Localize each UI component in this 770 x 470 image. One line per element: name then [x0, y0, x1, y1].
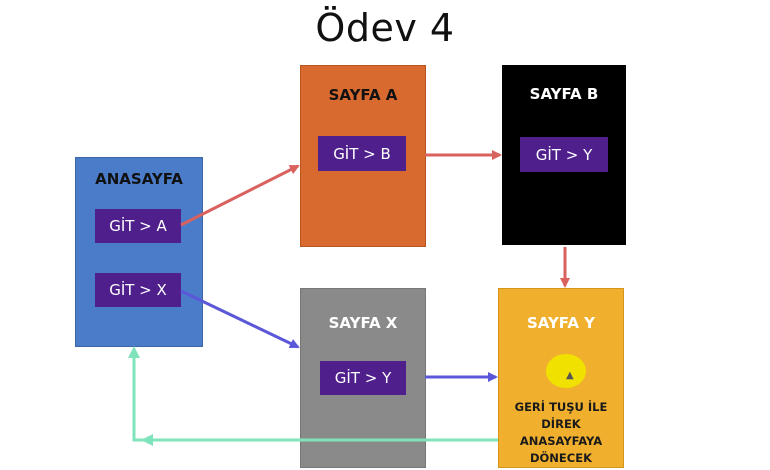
- note-line-4: DÖNECEK: [529, 451, 592, 465]
- sayfa-b-title: SAYFA B: [529, 85, 599, 103]
- sayfa-a-title: SAYFA A: [328, 86, 398, 104]
- arrow-anasayfa-to-a: [180, 164, 300, 227]
- note-line-2: DİREK: [541, 417, 581, 431]
- note-line-3: ANASAYFAYA: [519, 434, 603, 448]
- arrow-y-back-to-anasayfa: [128, 346, 498, 442]
- note-line-1: GERİ TUŞU İLE: [514, 400, 608, 414]
- arrow-anasayfa-to-x: [180, 289, 300, 349]
- goto-a-button[interactable]: GİT > A: [95, 209, 181, 243]
- goto-x-button[interactable]: GİT > X: [95, 273, 181, 307]
- sayfa-x-goto-y-button[interactable]: GİT > Y: [320, 361, 406, 395]
- cursor-highlight: [546, 354, 586, 388]
- anasayfa-title: ANASAYFA: [95, 170, 183, 188]
- goto-b-button[interactable]: GİT > B: [318, 136, 406, 171]
- sayfa-x-box: SAYFA X GİT > Y: [300, 288, 426, 468]
- sayfa-y-title: SAYFA Y: [526, 314, 596, 332]
- sayfa-b-goto-y-button[interactable]: GİT > Y: [520, 137, 608, 172]
- sayfa-b-box: SAYFA B GİT > Y: [502, 65, 626, 245]
- page-title: Ödev 4: [315, 6, 455, 50]
- sayfa-y-note: GERİ TUŞU İLE DİREK ANASAYFAYA DÖNECEK: [499, 399, 623, 467]
- sayfa-x-title: SAYFA X: [328, 314, 398, 332]
- cursor-icon: ▲: [566, 370, 574, 381]
- anasayfa-box: ANASAYFA GİT > A GİT > X: [75, 157, 203, 347]
